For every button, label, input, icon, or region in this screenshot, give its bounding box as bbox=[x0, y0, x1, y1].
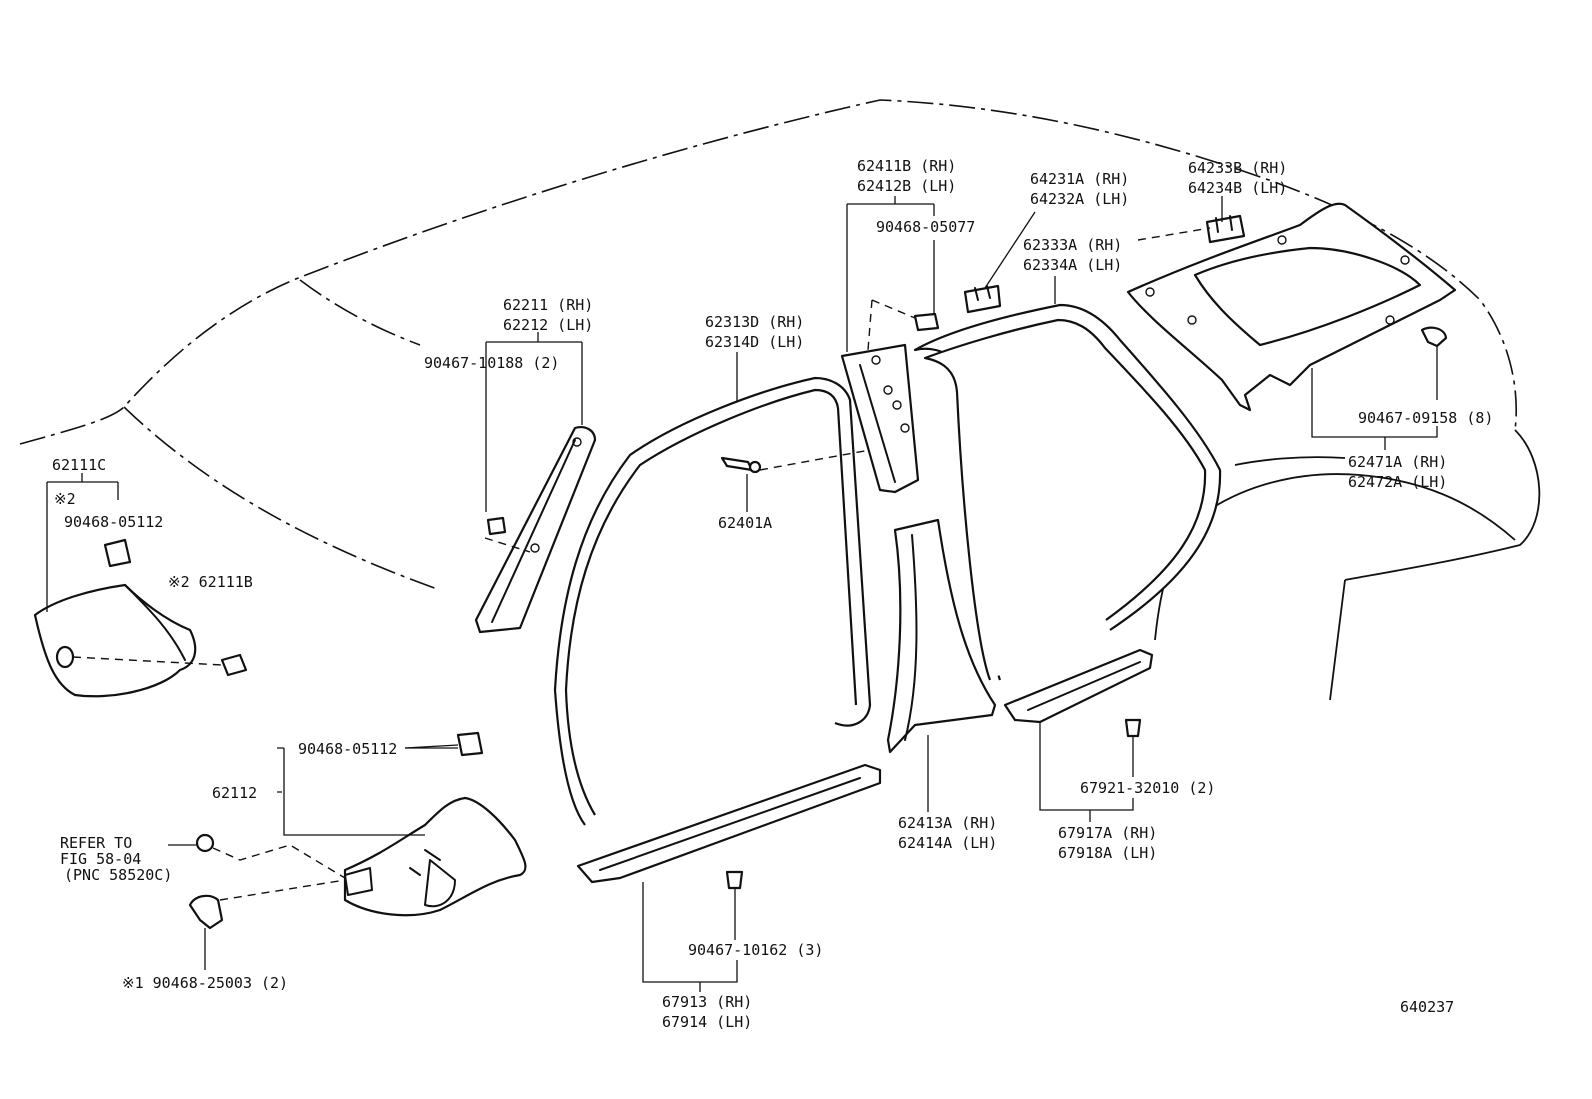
label-62471A: 62471A (RH) bbox=[1348, 453, 1447, 471]
label-62211: 62211 (RH) bbox=[503, 296, 593, 314]
clip-90467-10188 bbox=[486, 516, 507, 536]
screw-67921-32010 bbox=[1124, 718, 1142, 738]
center-pillar-garnish-upper-62411B bbox=[840, 343, 920, 494]
clip-64233B bbox=[1205, 214, 1246, 244]
quarter-window-trim-62471A bbox=[1126, 202, 1457, 412]
label-mark2: ※2 bbox=[54, 490, 76, 508]
clip-90468-05112-lower bbox=[456, 731, 484, 757]
clip-90467-09158 bbox=[1420, 326, 1448, 348]
label-62414A: 62414A (LH) bbox=[898, 834, 997, 852]
leader-25003-dash bbox=[219, 879, 346, 901]
clip-90468-05077 bbox=[913, 312, 940, 332]
label-90468-05077: 90468-05077 bbox=[876, 218, 975, 236]
label-62212: 62212 (LH) bbox=[503, 316, 593, 334]
clip-64231A bbox=[963, 284, 1002, 314]
label-62334A: 62334A (LH) bbox=[1023, 256, 1122, 274]
label-64234B: 64234B (LH) bbox=[1188, 179, 1287, 197]
clip-62401A bbox=[720, 456, 762, 474]
rear-door-weatherstrip-62333A bbox=[913, 303, 1222, 681]
label-62313D: 62313D (RH) bbox=[705, 313, 804, 331]
label-pnc-58520c: (PNC 58520C) bbox=[64, 866, 172, 884]
label-62111C: 62111C bbox=[52, 456, 106, 474]
leader-refer-dash bbox=[212, 844, 346, 879]
label-64232A: 64232A (LH) bbox=[1030, 190, 1129, 208]
label-62112: 62112 bbox=[212, 784, 257, 802]
screw-90467-10162 bbox=[725, 870, 744, 890]
scuff-plate-front-67913 bbox=[576, 763, 882, 884]
label-90467-10188: 90467-10188 (2) bbox=[424, 354, 559, 372]
label-90467-10162: 90467-10162 (3) bbox=[688, 941, 823, 959]
label-refer-to: REFER TO bbox=[60, 834, 132, 852]
label-90468-25003: ※1 90468-25003 (2) bbox=[122, 974, 288, 992]
label-62401A: 62401A bbox=[718, 514, 772, 532]
part-labels: 62111C ※2 90468-05112 ※2 62111B 62211 (R… bbox=[52, 157, 1493, 1031]
clip-90468-25003 bbox=[188, 894, 224, 930]
front-pillar-garnish-62211 bbox=[474, 426, 597, 634]
leader-62401A-dash bbox=[759, 449, 871, 471]
center-pillar-garnish-lower-62413A bbox=[886, 518, 997, 754]
label-90468-05112-lower: 90468-05112 bbox=[298, 740, 397, 758]
scuff-plate-rear-67917A bbox=[1003, 648, 1154, 724]
label-67914: 67914 (LH) bbox=[662, 1013, 752, 1031]
label-67917A: 67917A (RH) bbox=[1058, 824, 1157, 842]
label-67921-32010: 67921-32010 (2) bbox=[1080, 779, 1215, 797]
label-67918A: 67918A (LH) bbox=[1058, 844, 1157, 862]
label-62411B: 62411B (RH) bbox=[857, 157, 956, 175]
cowl-side-trim-62112 bbox=[343, 796, 527, 917]
leader-90467-10188-dash bbox=[484, 537, 531, 553]
leader-62111B-dash bbox=[72, 656, 223, 666]
clip-90468-05112-upper bbox=[103, 538, 132, 568]
label-64231A: 64231A (RH) bbox=[1030, 170, 1129, 188]
cowl-side-trim-62111C bbox=[33, 583, 197, 698]
label-64233B: 64233B (RH) bbox=[1188, 159, 1287, 177]
label-62412B: 62412B (LH) bbox=[857, 177, 956, 195]
label-fig-58-04: FIG 58-04 bbox=[60, 850, 141, 868]
door-weatherstrip-62313D bbox=[553, 376, 872, 826]
label-62472A: 62472A (LH) bbox=[1348, 473, 1447, 491]
label-62111B: ※2 62111B bbox=[168, 573, 253, 591]
leader-lines bbox=[46, 196, 1438, 992]
label-62333A: 62333A (RH) bbox=[1023, 236, 1122, 254]
label-90467-09158: 90467-09158 (8) bbox=[1358, 409, 1493, 427]
clip-62111B bbox=[220, 653, 248, 677]
diagram-id: 640237 bbox=[1400, 998, 1454, 1016]
label-67913: 67913 (RH) bbox=[662, 993, 752, 1011]
bolt-refer-58520C bbox=[195, 833, 215, 853]
leader-90468-05077-dash bbox=[867, 299, 916, 351]
label-62314D: 62314D (LH) bbox=[705, 333, 804, 351]
label-90468-05112-upper: 90468-05112 bbox=[64, 513, 163, 531]
label-62413A: 62413A (RH) bbox=[898, 814, 997, 832]
